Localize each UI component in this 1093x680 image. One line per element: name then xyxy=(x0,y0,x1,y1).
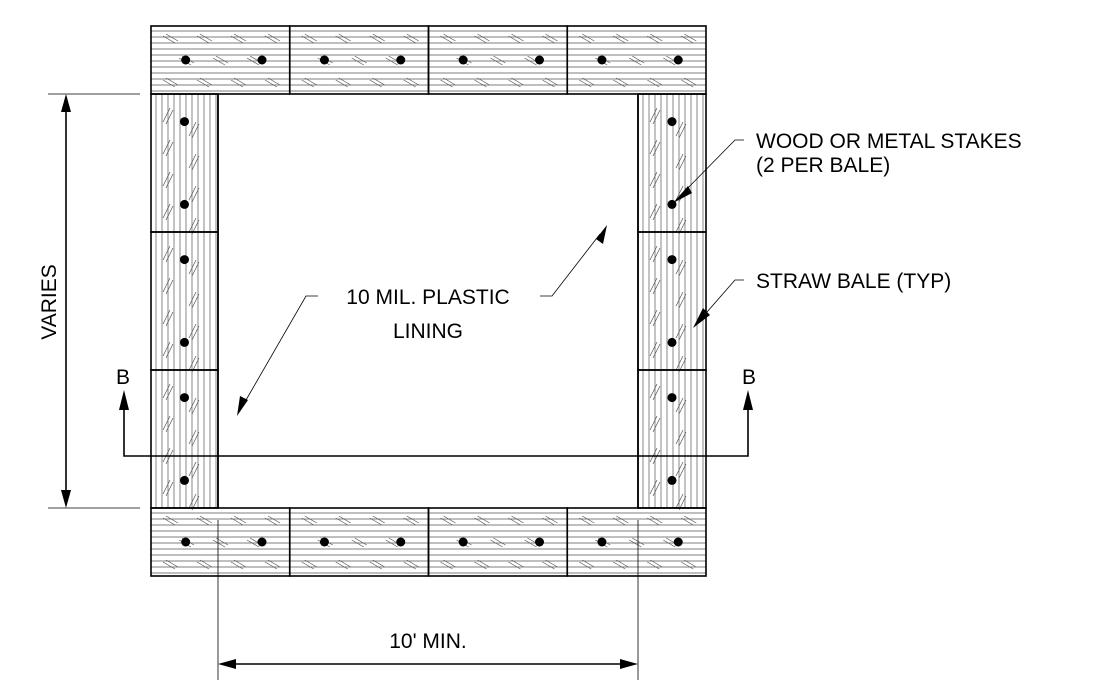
stake xyxy=(396,55,406,65)
bale-bottom-2 xyxy=(288,507,430,577)
bale-left-3 xyxy=(150,369,219,509)
stake xyxy=(458,55,468,65)
lining-outline xyxy=(217,94,639,508)
stake xyxy=(673,537,683,547)
stakes xyxy=(180,55,683,547)
stake xyxy=(319,55,329,65)
stake xyxy=(180,255,189,265)
dimension-label-varies: VARIES xyxy=(38,264,61,339)
section-label-left: B xyxy=(116,366,130,389)
section-arrow-left xyxy=(119,390,129,410)
label-2-per-bale: (2 PER BALE) xyxy=(756,154,890,177)
bale-left-1 xyxy=(150,93,219,233)
stake xyxy=(257,537,267,547)
bale-right-2 xyxy=(637,231,707,371)
label-wood-or-metal-stakes: WOOD OR METAL STAKES xyxy=(756,130,1022,153)
leader-straw-bale xyxy=(693,279,744,328)
stake xyxy=(535,55,544,65)
bale-bottom-4 xyxy=(566,507,707,577)
bale-top-1 xyxy=(150,25,291,95)
bale-bottom-1 xyxy=(150,507,291,577)
section-label-right: B xyxy=(742,366,756,389)
bale-left-2 xyxy=(150,231,219,371)
bale-right-1 xyxy=(637,93,707,233)
bale-right-3 xyxy=(637,369,707,509)
stake xyxy=(180,337,189,347)
stake xyxy=(257,55,267,65)
label-lining: LINING xyxy=(393,320,463,343)
stake xyxy=(458,537,468,547)
stake xyxy=(667,393,677,403)
stake xyxy=(667,117,677,127)
bale-top-2 xyxy=(288,25,430,95)
horizontal-dimension xyxy=(217,520,639,680)
stake xyxy=(180,475,189,485)
stake xyxy=(180,117,189,127)
bale-bottom-3 xyxy=(427,507,569,577)
leader-plastic-lining xyxy=(237,225,607,416)
label-10-mil-plastic: 10 MIL. PLASTIC xyxy=(346,286,509,309)
bale-textures xyxy=(151,30,706,574)
section-cut-line xyxy=(119,390,753,457)
vertical-dimension xyxy=(48,93,140,509)
bale-top-4 xyxy=(566,25,707,95)
stake xyxy=(667,337,677,347)
label-straw-bale-typ: STRAW BALE (TYP) xyxy=(756,270,951,293)
bale-outlines xyxy=(150,25,707,577)
stake xyxy=(181,55,191,65)
stake xyxy=(597,55,607,65)
stake xyxy=(535,537,544,547)
stake xyxy=(667,475,677,485)
leader-stakes xyxy=(673,139,744,203)
stake xyxy=(396,537,406,547)
section-arrow-right xyxy=(743,390,753,410)
stake xyxy=(180,199,189,209)
dimension-label-10-min: 10' MIN. xyxy=(389,630,467,653)
bale-top-3 xyxy=(427,25,569,95)
stake xyxy=(181,537,191,547)
stake xyxy=(180,393,189,403)
stake xyxy=(667,255,677,265)
stake xyxy=(319,537,329,547)
stake xyxy=(597,537,607,547)
stake xyxy=(673,55,683,65)
